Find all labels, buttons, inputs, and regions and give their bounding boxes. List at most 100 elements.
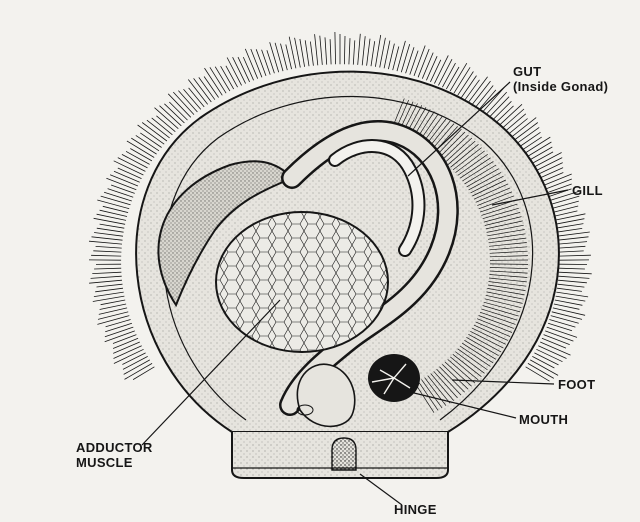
tentacle-stroke [540, 173, 563, 183]
tentacle-stroke [551, 201, 579, 209]
label-hinge: HINGE [394, 502, 437, 517]
tentacle-stroke [510, 118, 536, 138]
tentacle-stroke [554, 304, 580, 309]
tentacle-stroke [558, 246, 585, 248]
tentacle-stroke [557, 232, 590, 236]
tentacle-stroke [305, 40, 309, 66]
tentacle-stroke [558, 276, 589, 278]
tentacle-stroke [384, 41, 390, 69]
tentacle-stroke [548, 323, 572, 331]
tentacle-stroke [113, 342, 140, 353]
tentacle-stroke [353, 40, 355, 64]
tentacle-stroke [245, 49, 257, 79]
tentacle-stroke [344, 36, 345, 64]
tentacle-stroke [233, 57, 246, 83]
tentacle-stroke [502, 109, 524, 129]
tentacle-stroke [97, 284, 123, 287]
label-hinge-text: HINGE [394, 502, 437, 517]
tentacle-stroke [97, 316, 129, 325]
tentacle-stroke [442, 63, 455, 87]
tentacle-stroke [114, 171, 140, 182]
label-adductor-line1: ADDUCTOR [76, 440, 153, 455]
label-adductor-muscle: ADDUCTOR MUSCLE [76, 440, 153, 470]
label-foot-text: FOOT [558, 377, 595, 392]
tentacle-stroke [469, 77, 488, 102]
tentacle-stroke [98, 312, 128, 320]
tentacle-stroke [110, 175, 138, 186]
tentacle-stroke [251, 49, 262, 77]
tentacle-stroke [559, 255, 591, 256]
tentacle-stroke [92, 272, 121, 273]
tentacle-stroke [105, 323, 132, 331]
tentacle-stroke [104, 192, 132, 201]
tentacle-stroke [188, 80, 207, 105]
tentacle-stroke [552, 312, 582, 320]
tentacle-stroke [545, 331, 573, 341]
tentacle-stroke [547, 327, 577, 337]
label-gill: GILL [572, 183, 603, 198]
tentacle-stroke [221, 66, 234, 89]
tentacle-stroke [530, 152, 553, 165]
tentacle-stroke [556, 224, 584, 229]
tentacle-stroke [426, 56, 437, 80]
tentacle-stroke [226, 66, 238, 87]
tentacle-stroke [418, 49, 429, 77]
tentacle-stroke [558, 280, 587, 283]
tentacle-stroke [300, 39, 305, 67]
tentacle-stroke [556, 228, 582, 232]
tentacle-stroke [160, 106, 182, 126]
tentacle-stroke [549, 320, 575, 328]
tentacle-stroke [375, 35, 380, 67]
hinge-block [232, 432, 448, 478]
tentacle-stroke [94, 268, 121, 269]
label-foot: FOOT [558, 377, 595, 392]
tentacle-stroke [349, 38, 350, 64]
tentacle-stroke [108, 189, 134, 198]
tentacle-stroke [111, 185, 135, 193]
tentacle-stroke [539, 168, 564, 179]
tentacle-stroke [310, 42, 313, 66]
tentacle-stroke [401, 44, 409, 72]
tentacle-stroke [105, 327, 133, 337]
tentacle-stroke [558, 242, 587, 245]
tentacle-stroke [97, 200, 129, 209]
tentacle-stroke [96, 246, 122, 248]
tentacle-stroke [92, 237, 123, 240]
label-gut: GUT (Inside Gonad) [513, 64, 608, 94]
tentacle-stroke [168, 94, 191, 118]
tentacle-stroke [142, 123, 167, 142]
tentacle-stroke [558, 284, 585, 287]
tentacle-stroke [113, 335, 136, 344]
tentacle-stroke [106, 320, 131, 327]
tentacle-stroke [414, 46, 425, 76]
tentacle-stroke [523, 137, 550, 154]
tentacle-stroke [330, 39, 331, 64]
tentacle-stroke [483, 88, 505, 113]
tentacle-stroke [551, 316, 579, 324]
tentacle-stroke [446, 67, 459, 89]
tentacle-stroke [118, 168, 142, 179]
tentacle-stroke [559, 268, 585, 269]
tentacle-stroke [544, 335, 570, 345]
tentacle-stroke [138, 125, 165, 144]
tentacle-stroke [335, 32, 336, 64]
tentacle-stroke [106, 178, 136, 189]
label-mouth: MOUTH [519, 412, 568, 427]
tentacle-stroke [94, 292, 124, 297]
tentacle-stroke [557, 288, 582, 291]
tentacle-stroke [320, 36, 323, 65]
tentacle-stroke [380, 38, 386, 68]
tentacle-stroke [122, 353, 145, 365]
tentacle-stroke [262, 50, 271, 75]
tentacle-stroke [532, 356, 554, 368]
tentacle-stroke [367, 39, 370, 66]
tentacle-stroke [406, 47, 414, 73]
tentacle-stroke [556, 296, 586, 301]
tentacle-stroke [430, 60, 440, 82]
tentacle-stroke [89, 241, 122, 244]
tentacle-stroke [97, 228, 124, 232]
tentacle-stroke [499, 104, 522, 126]
tentacle-stroke [534, 353, 558, 365]
mouth [368, 354, 420, 402]
label-adductor-line2: MUSCLE [76, 455, 153, 470]
